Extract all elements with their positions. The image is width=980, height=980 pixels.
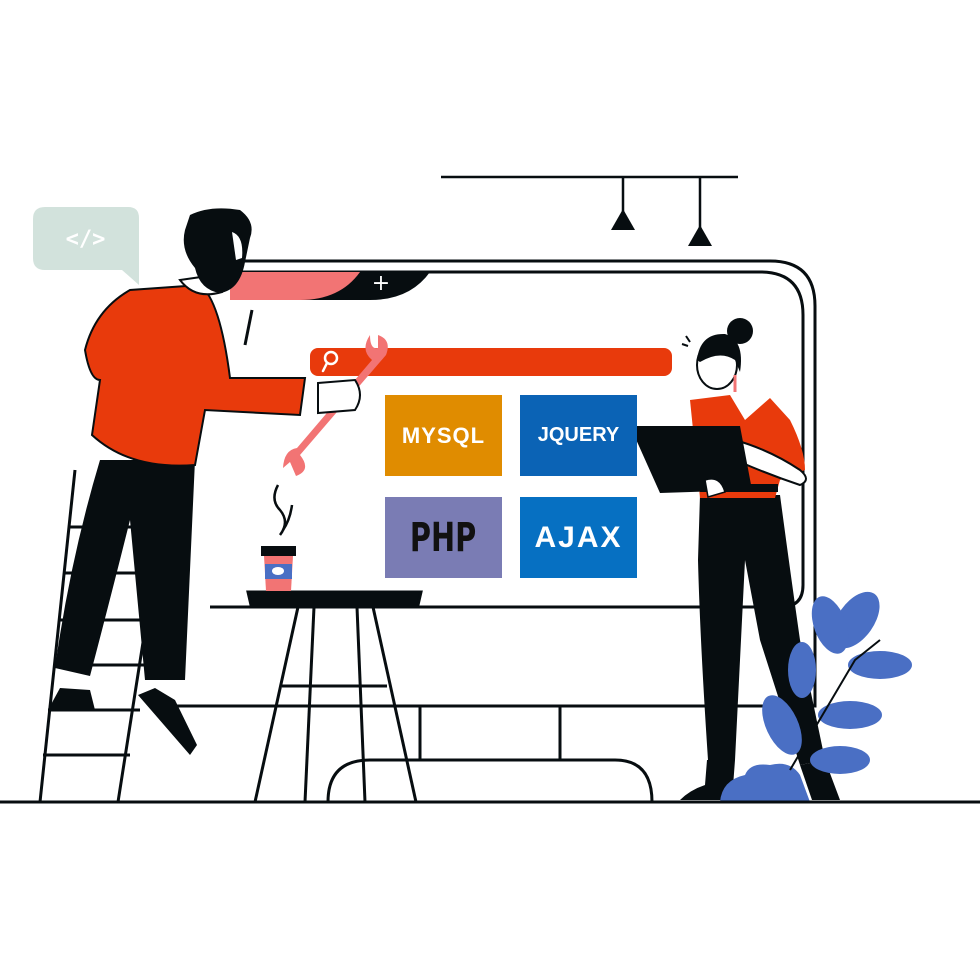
coffee-cup-icon	[261, 484, 296, 591]
woman-character	[630, 318, 840, 800]
man-character	[48, 208, 361, 755]
tile-label: AJAX	[534, 520, 623, 554]
tile-mysql: MYSQL	[385, 395, 502, 476]
browser-tab-bar	[230, 272, 430, 300]
tile-php: PHP	[385, 497, 502, 578]
plant	[720, 591, 912, 802]
pendant-lamps	[441, 175, 738, 246]
new-tab-plus-icon: +	[371, 271, 391, 296]
tile-ajax: AJAX	[520, 497, 637, 578]
code-icon: </>	[65, 226, 106, 252]
search-bar	[310, 348, 672, 376]
tile-label: PHP	[410, 514, 477, 561]
tile-jquery: JQUERY	[520, 395, 637, 476]
speech-bubble	[33, 207, 139, 285]
tile-label: JQUERY	[537, 424, 620, 446]
tile-label: MYSQL	[401, 422, 486, 448]
side-table	[246, 590, 423, 803]
